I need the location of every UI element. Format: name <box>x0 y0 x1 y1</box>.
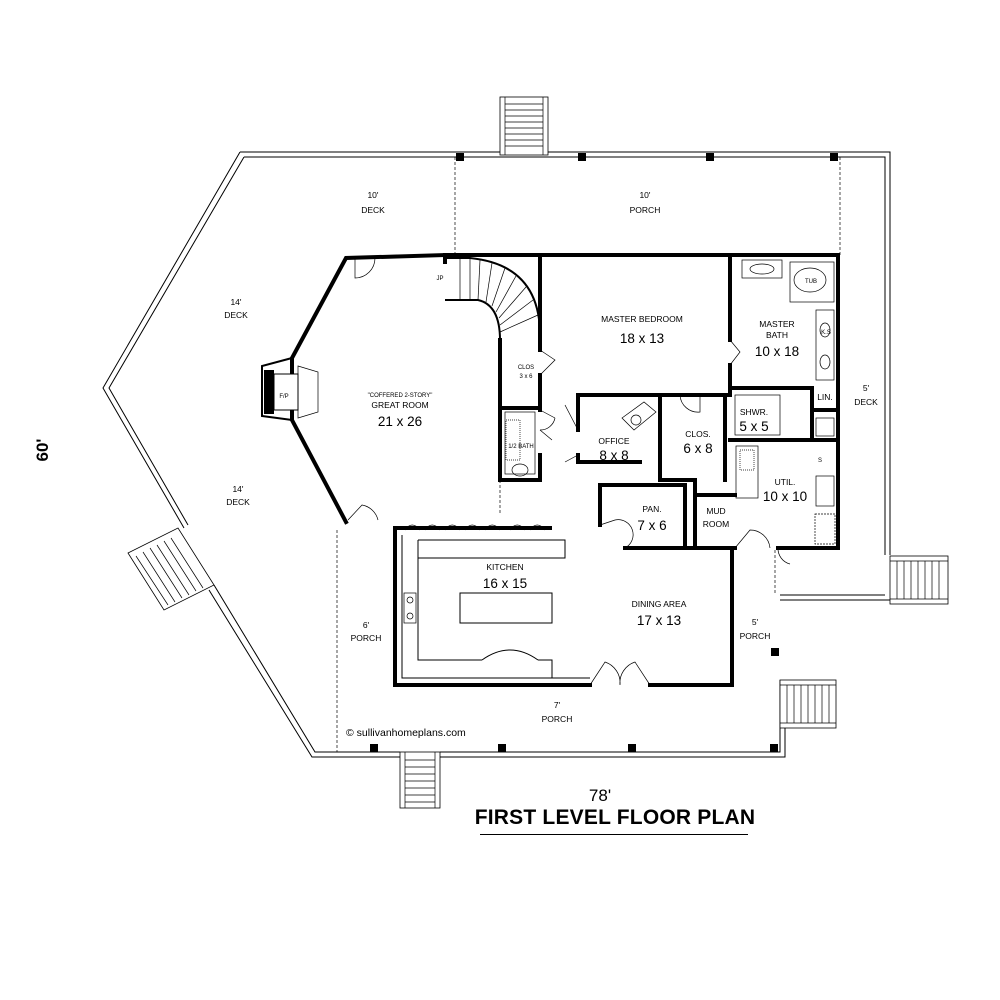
deck-right-label: DECK <box>854 397 878 407</box>
shower-label: SHWR. <box>740 407 768 417</box>
master-bath-label-1: MASTER <box>759 319 794 329</box>
title-underline <box>480 834 748 835</box>
great-room-size: 21 x 26 <box>378 414 422 429</box>
depth-dimension: 60' <box>33 438 52 462</box>
great-room-note: "COFFERED 2-STORY" <box>368 393 433 399</box>
deck-left-lower-dim: 14' <box>232 484 243 494</box>
dining-label: DINING AREA <box>632 599 687 609</box>
half-bath-fixtures <box>504 411 536 477</box>
half-bath-label: 1/2 BATH <box>508 444 534 450</box>
porch-bottom-dim: 7' <box>554 700 561 710</box>
porch-right-label: PORCH <box>740 631 771 641</box>
deck-posts <box>370 153 838 752</box>
deck-top-label: DECK <box>361 205 385 215</box>
office-desk <box>621 401 657 431</box>
master-bath-size: 10 x 18 <box>755 344 799 359</box>
ks-label: K.S <box>821 330 831 336</box>
clos-small-size: 3 x 6 <box>519 374 533 380</box>
porch-right-dim: 5' <box>752 617 759 627</box>
closet-size: 6 x 8 <box>683 441 712 456</box>
master-bath-fixtures <box>734 259 835 437</box>
shelf-label: S <box>818 458 822 464</box>
great-room-label: GREAT ROOM <box>371 400 428 410</box>
stairs-left <box>127 527 215 611</box>
clos-small-label: CLOS <box>518 365 534 371</box>
deck-left-upper-dim: 14' <box>230 297 241 307</box>
porch-top-dim: 10' <box>639 190 650 200</box>
credit-text: © sullivanhomeplans.com <box>346 727 466 739</box>
stairs-top <box>499 96 549 156</box>
porch-left-label: PORCH <box>351 633 382 643</box>
office-label: OFFICE <box>598 436 629 446</box>
deck-railing <box>102 151 891 758</box>
width-dimension: 78' <box>588 786 612 805</box>
stairs-right-upper <box>889 555 949 605</box>
shower-size: 5 x 5 <box>739 419 768 434</box>
util-size: 10 x 10 <box>763 489 807 504</box>
dining-size: 17 x 13 <box>637 613 681 628</box>
lin-label: LIN. <box>817 392 833 402</box>
plan-title: FIRST LEVEL FLOOR PLAN <box>474 806 756 829</box>
stairs-bottom <box>399 751 441 809</box>
deck-left-upper-label: DECK <box>224 310 248 320</box>
fireplace <box>261 356 319 422</box>
porch-left-dim: 6' <box>363 620 370 630</box>
room-labels: 10' DECK 10' PORCH 14' DECK 14' DECK 5' … <box>224 190 878 724</box>
tub-label: TUB <box>805 279 817 285</box>
closet-label: CLOS. <box>685 429 711 439</box>
office-size: 8 x 8 <box>599 448 628 463</box>
jp-label: JP <box>436 276 443 282</box>
mud-room-label-1: MUD <box>706 506 725 516</box>
master-bedroom-size: 18 x 13 <box>620 331 664 346</box>
util-label: UTIL. <box>775 477 796 487</box>
kitchen-label: KITCHEN <box>486 562 523 572</box>
pantry-size: 7 x 6 <box>637 518 666 533</box>
fireplace-label: F/P <box>279 394 288 400</box>
deck-left-lower-label: DECK <box>226 497 250 507</box>
kitchen-counters <box>401 524 590 679</box>
utility-fixtures <box>735 445 836 545</box>
deck-top-dim: 10' <box>367 190 378 200</box>
stairs-right-lower <box>779 679 837 729</box>
doors <box>347 257 791 686</box>
porch-top-label: PORCH <box>630 205 661 215</box>
kitchen-size: 16 x 15 <box>483 576 527 591</box>
mud-room-label-2: ROOM <box>703 519 729 529</box>
porch-bottom-label: PORCH <box>542 714 573 724</box>
master-bedroom-label: MASTER BEDROOM <box>601 314 683 324</box>
curved-stair <box>445 257 541 341</box>
deck-right-dim: 5' <box>863 383 870 393</box>
pantry-label: PAN. <box>642 504 661 514</box>
master-bath-label-2: BATH <box>766 330 788 340</box>
interior-walls <box>498 253 840 550</box>
